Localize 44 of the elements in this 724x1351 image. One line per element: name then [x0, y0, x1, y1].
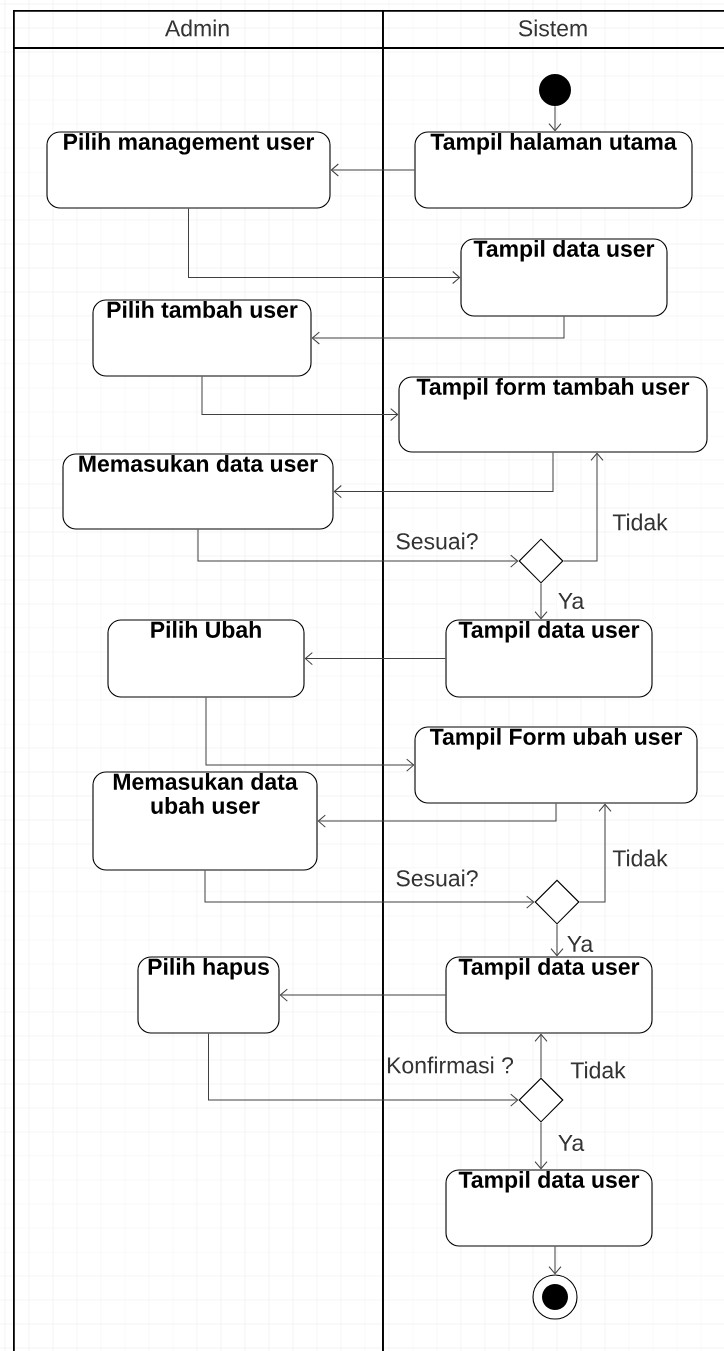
arrow [188, 208, 461, 284]
action-box: Pilih hapus [137, 956, 280, 1034]
action-box: Tampil data user [460, 238, 668, 317]
edge-label: Ya [556, 1134, 586, 1153]
arrow [548, 1246, 562, 1275]
action-box: Pilih tambah user [92, 299, 312, 377]
edge-label: Tidak [611, 512, 669, 532]
end-node [532, 1274, 578, 1320]
action-box: Pilih Ubah [107, 619, 305, 698]
arrow [534, 1033, 548, 1078]
arrow [204, 870, 535, 909]
arrow [279, 988, 446, 1002]
action-box: Pilih management user [46, 131, 331, 209]
arrow [317, 803, 557, 828]
edge-label: Ya [565, 935, 595, 954]
start-node [539, 74, 571, 106]
arrow [579, 803, 612, 903]
arrow [304, 652, 446, 665]
decision-diamond [534, 879, 580, 925]
arrow [311, 316, 565, 345]
edge-label: Ya [556, 592, 586, 611]
edge-label: Tidak [611, 848, 669, 868]
arrow [548, 105, 562, 132]
arrow [208, 1033, 519, 1107]
action-box: Memasukan data user [62, 453, 334, 530]
action-box: Memasukan data ubah user [92, 771, 318, 871]
arrow [534, 583, 548, 620]
arrow [205, 697, 415, 772]
action-box: Tampil data user [445, 956, 653, 1034]
arrow [563, 452, 604, 562]
action-box: Tampil Form ubah user [414, 726, 698, 804]
arrow [330, 163, 415, 177]
decision-diamond [518, 538, 564, 584]
edge-label: Konfirmasi ? [385, 1055, 515, 1075]
arrow [333, 452, 554, 498]
action-box: Tampil form tambah user [398, 376, 708, 453]
arrow [550, 924, 564, 957]
action-box: Tampil data user [445, 1169, 653, 1247]
decision-diamond [518, 1077, 564, 1123]
action-box: Tampil data user [445, 619, 653, 698]
arrow [197, 529, 519, 568]
action-box: Tampil halaman utama [414, 131, 693, 209]
arrow [534, 1122, 548, 1170]
arrow [201, 376, 399, 421]
